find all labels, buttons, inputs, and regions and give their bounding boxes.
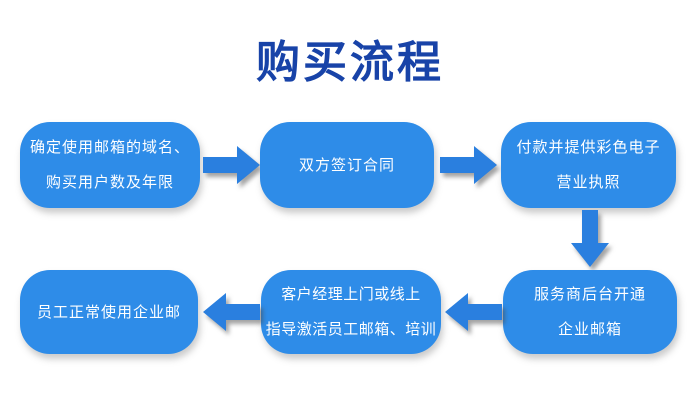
- step-employee-normal-use: 员工正常使用企业邮: [20, 270, 198, 354]
- step-text-line: 员工正常使用企业邮: [36, 303, 181, 321]
- step-text: 客户经理上门或线上指导激活员工邮箱、培训: [266, 277, 437, 347]
- step-text-line: 确定使用邮箱的域名、: [29, 139, 190, 156]
- arrow-left-step4-to-step5-icon: [444, 290, 502, 334]
- step-text-line: 企业邮箱: [557, 321, 622, 338]
- step-text-line: 服务商后台开通: [533, 286, 646, 303]
- step-manager-guide-and-training: 客户经理上门或线上指导激活员工邮箱、培训: [261, 270, 441, 354]
- step-text-line: 付款并提供彩色电子: [516, 139, 661, 156]
- page-title: 购买流程: [256, 38, 444, 87]
- step-pay-and-provide-license: 付款并提供彩色电子营业执照: [501, 122, 676, 208]
- step-sign-contract: 双方签订合同: [260, 122, 434, 208]
- step-text: 确定使用邮箱的域名、购买用户数及年限: [30, 130, 190, 200]
- step-text-line: 购买用户数及年限: [45, 174, 174, 191]
- step-text-line: 指导激活员工邮箱、培训: [265, 321, 437, 338]
- step-provider-activate-mailbox: 服务商后台开通企业邮箱: [503, 270, 677, 354]
- step-text: 付款并提供彩色电子营业执照: [516, 130, 660, 200]
- step-choose-domain-and-users: 确定使用邮箱的域名、购买用户数及年限: [20, 122, 200, 208]
- step-text: 服务商后台开通企业邮箱: [534, 277, 646, 347]
- step-text: 双方签订合同: [299, 148, 395, 183]
- arrow-left-step5-to-step6-icon: [202, 290, 260, 334]
- step-text-line: 双方签订合同: [298, 156, 395, 174]
- step-text-line: 营业执照: [556, 174, 621, 191]
- arrow-right-step2-to-step3-icon: [440, 143, 498, 187]
- arrow-down-step3-to-step4-icon: [568, 210, 612, 268]
- step-text-line: 客户经理上门或线上: [281, 286, 421, 303]
- arrow-right-step1-to-step2-icon: [203, 143, 261, 187]
- step-text: 员工正常使用企业邮: [37, 295, 181, 330]
